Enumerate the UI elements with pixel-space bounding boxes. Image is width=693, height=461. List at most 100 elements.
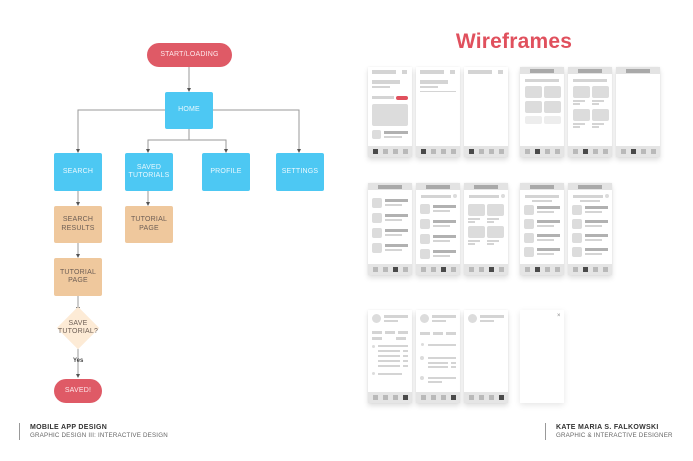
app-header-bar bbox=[520, 183, 564, 190]
grid-card-placeholder bbox=[544, 86, 561, 98]
list-thumb-placeholder bbox=[420, 219, 430, 229]
designer-name: KATE MARIA S. FALKOWSKI bbox=[556, 424, 659, 431]
nav-tab-icon bbox=[478, 149, 484, 154]
nav-tab-icon bbox=[592, 149, 598, 154]
tab-placeholder bbox=[420, 332, 430, 335]
avatar-placeholder bbox=[468, 314, 477, 323]
profile-name-placeholder bbox=[432, 315, 456, 318]
node-label: TUTORIAL PAGE bbox=[59, 268, 97, 285]
wireframe-screen-list bbox=[368, 183, 412, 275]
grid-caption-placeholder bbox=[592, 126, 599, 128]
bottom-nav-bar bbox=[416, 146, 460, 157]
edge-home-search bbox=[76, 109, 166, 153]
item-value-placeholder bbox=[451, 366, 456, 368]
tab-placeholder bbox=[446, 332, 456, 335]
bottom-nav-bar bbox=[368, 392, 412, 403]
nav-tab-icon bbox=[478, 267, 484, 272]
grid-caption-placeholder bbox=[468, 243, 475, 245]
edge-home-profile bbox=[189, 139, 228, 153]
recent-subtitle-placeholder bbox=[384, 136, 402, 138]
grid-card-placeholder bbox=[573, 109, 590, 121]
tab-placeholder bbox=[433, 332, 443, 335]
search-bar-placeholder bbox=[525, 195, 559, 198]
nav-tab-icon bbox=[468, 267, 474, 272]
list-subtitle-placeholder bbox=[385, 219, 402, 221]
nav-tab-icon bbox=[450, 267, 456, 272]
grid-card-fading bbox=[544, 116, 561, 124]
grid-caption-placeholder bbox=[487, 218, 499, 220]
wireframe-content bbox=[416, 310, 460, 392]
list-subtitle-placeholder bbox=[433, 210, 450, 212]
nav-tab-active-icon bbox=[630, 149, 636, 154]
close-icon: × bbox=[557, 313, 561, 319]
nav-tab-icon bbox=[592, 267, 598, 272]
profile-handle-placeholder bbox=[432, 320, 446, 322]
nav-tab-active-icon bbox=[372, 149, 378, 154]
grid-card-placeholder bbox=[487, 204, 504, 216]
list-title-placeholder bbox=[585, 206, 608, 209]
row-value-placeholder bbox=[403, 365, 408, 367]
bottom-nav-bar bbox=[520, 264, 564, 275]
recent-thumb-placeholder bbox=[372, 130, 381, 139]
wireframe-screen-grid-search bbox=[464, 183, 508, 275]
list-thumb-placeholder bbox=[420, 249, 430, 259]
grid-caption-placeholder bbox=[573, 123, 585, 125]
save-tutorial-decision-node: SAVE TUTORIAL? bbox=[54, 306, 102, 350]
list-thumb-placeholder bbox=[524, 233, 534, 243]
wireframe-content bbox=[416, 183, 460, 264]
grid-caption-placeholder bbox=[573, 100, 585, 102]
grid-card-fading bbox=[525, 116, 542, 124]
list-subtitle-placeholder bbox=[433, 255, 450, 257]
nav-tab-icon bbox=[544, 267, 550, 272]
saved-tutorials-node: SAVED TUTORIALS bbox=[125, 153, 173, 191]
add-icon bbox=[372, 372, 375, 375]
grid-caption-placeholder bbox=[592, 103, 599, 105]
list-thumb-placeholder bbox=[372, 228, 382, 238]
search-tutorial-page-node: TUTORIAL PAGE bbox=[54, 258, 102, 296]
nav-tab-icon bbox=[420, 267, 426, 272]
wireframe-screen-grid-header bbox=[520, 67, 564, 157]
wireframe-screen-home-empty bbox=[464, 67, 508, 157]
search-bar-placeholder bbox=[469, 195, 499, 198]
app-header-bar bbox=[464, 183, 508, 190]
list-title-placeholder bbox=[433, 220, 456, 223]
grid-caption-placeholder bbox=[573, 126, 580, 128]
search-bar-placeholder bbox=[573, 79, 607, 82]
list-thumb-placeholder bbox=[572, 205, 582, 215]
nav-tab-icon bbox=[498, 267, 504, 272]
nav-tab-icon bbox=[572, 149, 578, 154]
nav-tab-icon bbox=[450, 149, 456, 154]
wireframe-content bbox=[368, 310, 412, 392]
nav-tab-active-icon bbox=[582, 267, 588, 272]
wireframe-screen-home-partial bbox=[416, 67, 460, 157]
saved-tutorial-page-node: TUTORIAL PAGE bbox=[125, 206, 173, 243]
node-label: TUTORIAL PAGE bbox=[130, 216, 168, 232]
app-header-bar bbox=[568, 67, 612, 74]
bottom-nav-bar bbox=[368, 264, 412, 275]
nav-tab-icon bbox=[430, 267, 436, 272]
nav-tab-icon bbox=[420, 395, 426, 400]
node-label: SAVED TUTORIALS bbox=[128, 163, 170, 180]
list-title-placeholder bbox=[585, 248, 608, 251]
nav-tab-icon bbox=[468, 395, 474, 400]
nav-tab-active-icon bbox=[498, 395, 504, 400]
search-bar-placeholder bbox=[525, 79, 559, 82]
footer-left: MOBILE APP DESIGN GRAPHIC DESIGN III: IN… bbox=[19, 423, 168, 440]
list-thumb-placeholder bbox=[524, 219, 534, 229]
node-label: SETTINGS bbox=[281, 167, 319, 175]
recent-title-placeholder bbox=[384, 131, 408, 134]
wireframe-screen-list-subtitle bbox=[520, 183, 564, 275]
grid-card-placeholder bbox=[592, 109, 609, 121]
list-subtitle-placeholder bbox=[433, 240, 450, 242]
avatar-placeholder bbox=[420, 314, 429, 323]
list-subtitle-placeholder bbox=[385, 234, 402, 236]
stat-placeholder bbox=[385, 331, 395, 334]
bottom-nav-bar bbox=[416, 264, 460, 275]
row-placeholder bbox=[378, 365, 400, 367]
search-icon bbox=[501, 194, 505, 198]
wireframe-content bbox=[616, 67, 660, 146]
list-thumb-placeholder bbox=[524, 247, 534, 257]
list-title-placeholder bbox=[385, 199, 408, 202]
header-title-placeholder bbox=[468, 70, 492, 74]
nav-tab-icon bbox=[544, 149, 550, 154]
